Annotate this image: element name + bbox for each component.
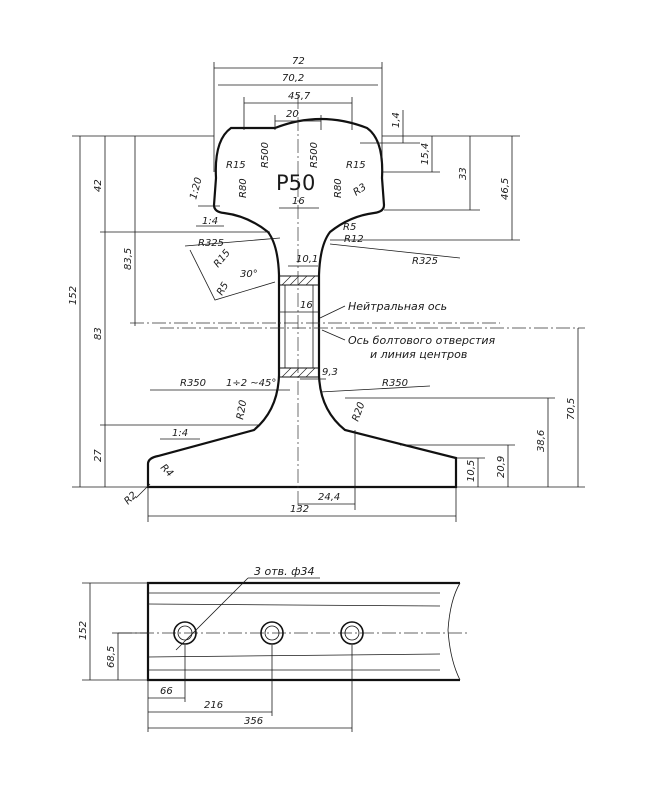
- radius-r15-right: R15: [346, 160, 366, 171]
- radius-r15-left: R15: [226, 160, 246, 171]
- side-height-152: 152: [78, 621, 89, 640]
- neutral-axis-label: Нейтральная ось: [348, 300, 447, 313]
- rail-cross-section: [130, 95, 585, 512]
- radius-r4: R4: [158, 462, 175, 479]
- bolt-axis-label-2: и линия центров: [370, 348, 467, 361]
- radius-r2: R2: [122, 490, 139, 507]
- rail-side-view: 3 отв. ф34 152 68,5 66 216 356: [78, 565, 470, 732]
- dim-46-5: 46,5: [500, 178, 511, 200]
- radius-r80-right: R80: [333, 178, 344, 198]
- slope-1-4-foot: 1:4: [172, 428, 188, 439]
- radius-r3: R3: [351, 182, 368, 199]
- dim-27: 27: [93, 449, 104, 462]
- radius-r325-left: R325: [198, 238, 224, 249]
- dim-42: 42: [93, 179, 104, 192]
- web-dimensions: 16 10,1 16 9,3 132 24,4: [147, 196, 457, 522]
- radius-r325-right: R325: [412, 256, 438, 267]
- radius-r12: R12: [344, 234, 364, 245]
- side-dim-216: 216: [204, 700, 223, 711]
- dim-10-5: 10,5: [466, 460, 477, 482]
- left-dimensions: 152 42 83 27 83,5: [68, 135, 270, 488]
- bolt-axis-label-1: Ось болтового отверстия: [348, 334, 496, 347]
- slope-1-4-head: 1:4: [202, 216, 218, 227]
- slope-chamfer: 1÷2 ~45°: [226, 378, 276, 389]
- dim-152: 152: [68, 286, 79, 305]
- dim-45-7: 45,7: [288, 91, 311, 102]
- dim-10-1: 10,1: [296, 254, 318, 265]
- dim-9-3: 9,3: [322, 367, 338, 378]
- dim-20: 20: [286, 109, 299, 120]
- dim-1-4: 1,4: [391, 112, 402, 128]
- bolt-hole-2: [260, 621, 284, 645]
- dim-16-top: 16: [292, 196, 305, 207]
- bolt-hole-3: [340, 621, 364, 645]
- side-view-outline: [146, 581, 460, 682]
- rail-profile-outline: [146, 117, 458, 489]
- dim-24-4: 24,4: [318, 492, 340, 503]
- radius-r20-right: R20: [350, 401, 367, 423]
- dim-20-9: 20,9: [496, 456, 507, 478]
- radius-r350-right: R350: [382, 378, 408, 389]
- dim-15-4: 15,4: [420, 143, 431, 165]
- side-height-68-5: 68,5: [106, 646, 117, 668]
- dim-83: 83: [93, 327, 104, 340]
- holes-label: 3 отв. ф34: [254, 565, 315, 578]
- radius-r500-right: R500: [309, 142, 320, 168]
- top-dimensions: 72 70,2 45,7 20: [213, 56, 383, 172]
- right-dimensions: 1,4 15,4 33 46,5 70,5 38,6 20,9 10,5: [330, 110, 585, 488]
- web-hatch-bottom-lines: [281, 367, 316, 378]
- radius-r350-left: R350: [180, 378, 206, 389]
- axis-labels: Нейтральная ось Ось болтового отверстия …: [319, 300, 496, 361]
- slope-1-20: 1:20: [188, 176, 204, 201]
- dim-132: 132: [290, 504, 309, 515]
- bolt-hole-1: [173, 621, 197, 645]
- side-dim-356: 356: [244, 716, 263, 727]
- dim-38-6: 38,6: [536, 430, 547, 452]
- dim-83-5: 83,5: [123, 248, 134, 270]
- dim-70-5: 70,5: [566, 398, 577, 420]
- radius-r15-web: R15: [212, 248, 233, 270]
- web-hatch-top-lines: [281, 275, 316, 286]
- slope-30: 30°: [240, 269, 258, 280]
- radius-r80-left: R80: [238, 178, 249, 198]
- dim-72: 72: [292, 56, 305, 67]
- radius-r5-right: R5: [343, 222, 356, 233]
- dim-70-2: 70,2: [282, 73, 304, 84]
- side-dim-66: 66: [160, 686, 173, 697]
- radius-r20-left: R20: [235, 399, 249, 420]
- profile-name: P50: [276, 171, 315, 195]
- dim-33: 33: [458, 167, 469, 180]
- bolt-hole-section: [284, 285, 314, 368]
- dim-16-mid: 16: [300, 300, 313, 311]
- radius-r500-left: R500: [260, 142, 271, 168]
- radius-r5-left: R5: [215, 280, 231, 297]
